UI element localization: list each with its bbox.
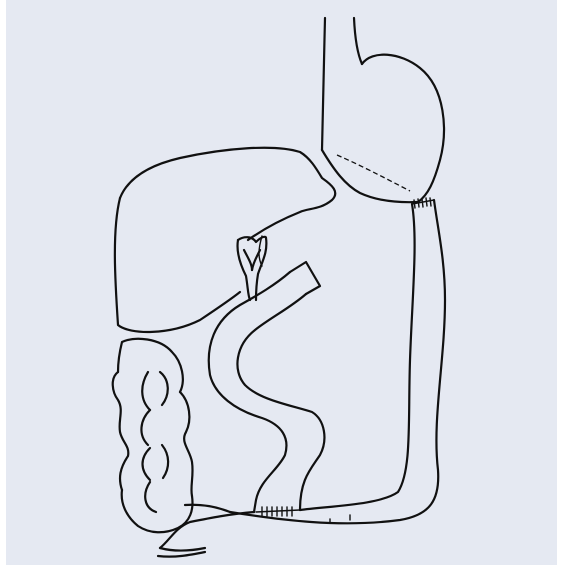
gastric-pouch [322, 55, 444, 203]
jejunal-loop [158, 505, 350, 557]
duodenal-stump [209, 262, 325, 512]
colon [113, 339, 193, 532]
jejunojejunostomy [256, 507, 300, 516]
esophagus [322, 18, 362, 150]
biliary-tree [237, 237, 266, 300]
liver [115, 148, 335, 332]
roux-limb [230, 200, 445, 523]
gastrojejunostomy [412, 198, 434, 208]
